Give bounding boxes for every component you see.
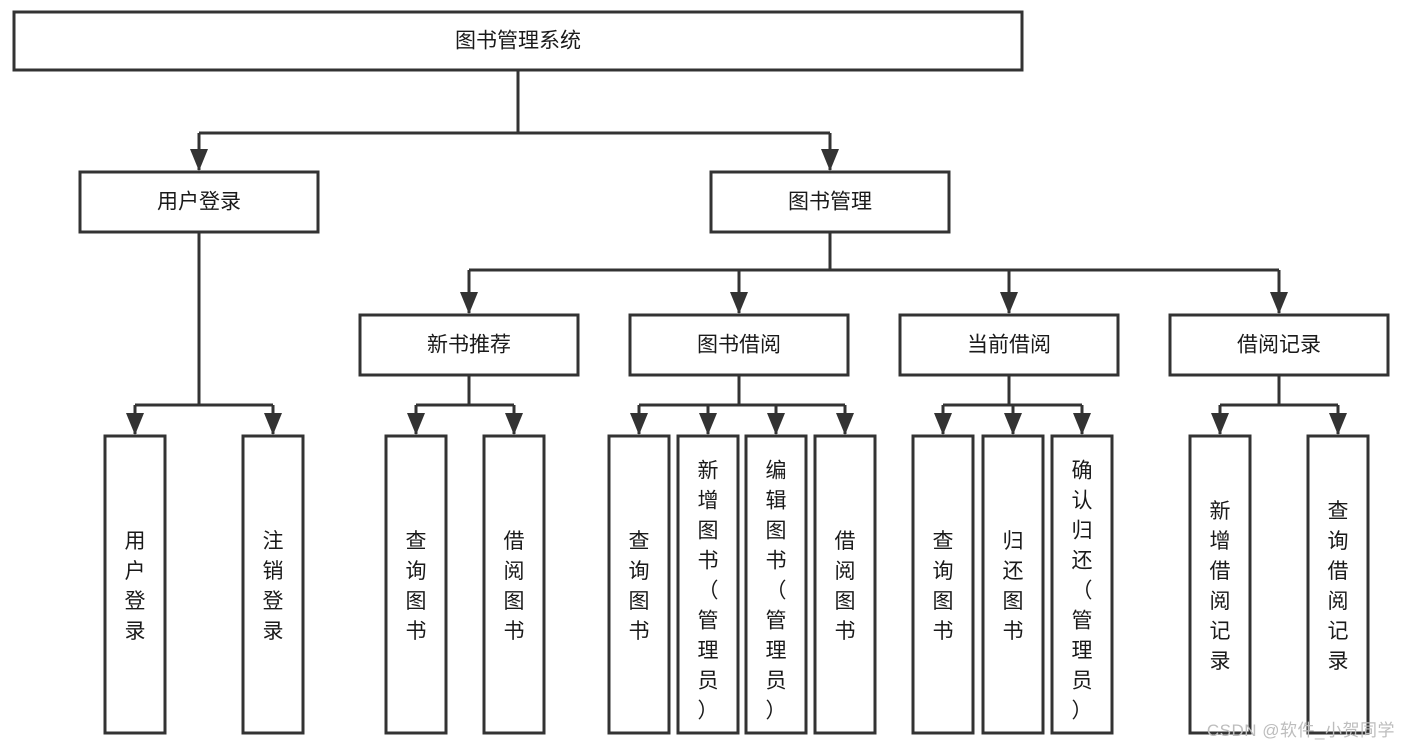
root-branch-arrow-1 xyxy=(821,149,839,171)
node-book-borrow[interactable]: 图书借阅 xyxy=(628,313,850,377)
node-label-leaf-logout-login: 注销登录 xyxy=(263,530,284,643)
node-label-leaf-add-book-admin: 新增图书（管理员） xyxy=(698,459,719,722)
node-leaf-query-book-current[interactable]: 查询图书 xyxy=(911,434,975,735)
borrow-record-leaf-branch-arrow-0 xyxy=(1211,413,1229,435)
node-leaf-add-borrow-record[interactable]: 新增借阅记录 xyxy=(1188,434,1252,735)
nodes-layer: 图书管理系统用户登录图书管理新书推荐图书借阅当前借阅借阅记录用户登录注销登录查询… xyxy=(12,10,1390,735)
node-label-book-management: 图书管理 xyxy=(788,191,872,214)
node-box-leaf-logout-login[interactable] xyxy=(241,434,305,735)
node-box-user-login[interactable] xyxy=(78,170,320,234)
book-management-branch-arrow-3 xyxy=(1270,292,1288,314)
node-box-leaf-add-book-admin[interactable] xyxy=(676,434,740,735)
node-label-leaf-query-book-current: 查询图书 xyxy=(933,530,954,643)
node-box-leaf-borrow-book-recommend[interactable] xyxy=(482,434,546,735)
new-book-recommend-leaf-branch-arrow-1 xyxy=(505,413,523,435)
node-label-leaf-edit-book-admin: 编辑图书（管理员） xyxy=(766,459,787,722)
current-borrow-leaf-branch-arrow-1 xyxy=(1004,413,1022,435)
node-leaf-logout-login[interactable]: 注销登录 xyxy=(241,434,305,735)
node-box-new-book-recommend[interactable] xyxy=(358,313,580,377)
node-leaf-return-book[interactable]: 归还图书 xyxy=(981,434,1045,735)
root-branch-arrow-0 xyxy=(190,149,208,171)
node-box-current-borrow[interactable] xyxy=(898,313,1120,377)
node-box-leaf-query-borrow-record[interactable] xyxy=(1306,434,1370,735)
node-box-leaf-query-book-borrow[interactable] xyxy=(607,434,671,735)
node-box-leaf-add-borrow-record[interactable] xyxy=(1188,434,1252,735)
node-box-book-management[interactable] xyxy=(709,170,951,234)
node-label-user-login: 用户登录 xyxy=(157,191,241,214)
book-management-branch-arrow-2 xyxy=(1000,292,1018,314)
node-root[interactable]: 图书管理系统 xyxy=(12,10,1024,72)
node-box-leaf-confirm-return-admin[interactable] xyxy=(1050,434,1114,735)
node-current-borrow[interactable]: 当前借阅 xyxy=(898,313,1120,377)
node-label-root: 图书管理系统 xyxy=(455,30,581,53)
book-management-branch-arrow-0 xyxy=(460,292,478,314)
node-label-current-borrow: 当前借阅 xyxy=(967,334,1051,357)
node-label-leaf-user-login: 用户登录 xyxy=(125,530,146,643)
node-user-login[interactable]: 用户登录 xyxy=(78,170,320,234)
node-box-leaf-edit-book-admin[interactable] xyxy=(744,434,808,735)
node-leaf-edit-book-admin[interactable]: 编辑图书（管理员） xyxy=(744,434,808,735)
node-label-book-borrow: 图书借阅 xyxy=(697,334,781,357)
node-leaf-query-borrow-record[interactable]: 查询借阅记录 xyxy=(1306,434,1370,735)
node-label-leaf-query-book-recommend: 查询图书 xyxy=(406,530,427,643)
node-leaf-borrow-book[interactable]: 借阅图书 xyxy=(813,434,877,735)
node-box-book-borrow[interactable] xyxy=(628,313,850,377)
node-leaf-user-login[interactable]: 用户登录 xyxy=(103,434,167,735)
book-borrow-leaf-branch-arrow-1 xyxy=(699,413,717,435)
node-label-borrow-record: 借阅记录 xyxy=(1237,334,1321,357)
book-borrow-leaf-branch-arrow-0 xyxy=(630,413,648,435)
node-box-leaf-return-book[interactable] xyxy=(981,434,1045,735)
borrow-record-leaf-branch-arrow-1 xyxy=(1329,413,1347,435)
node-book-management[interactable]: 图书管理 xyxy=(709,170,951,234)
current-borrow-leaf-branch-arrow-2 xyxy=(1073,413,1091,435)
node-leaf-query-book-borrow[interactable]: 查询图书 xyxy=(607,434,671,735)
user-login-leaf-branch-arrow-1 xyxy=(264,413,282,435)
node-label-leaf-borrow-book-recommend: 借阅图书 xyxy=(504,530,525,643)
connectors-layer xyxy=(126,70,1347,435)
node-box-leaf-borrow-book[interactable] xyxy=(813,434,877,735)
node-label-leaf-query-borrow-record: 查询借阅记录 xyxy=(1328,500,1349,673)
node-new-book-recommend[interactable]: 新书推荐 xyxy=(358,313,580,377)
node-leaf-borrow-book-recommend[interactable]: 借阅图书 xyxy=(482,434,546,735)
book-borrow-leaf-branch-arrow-2 xyxy=(767,413,785,435)
node-box-borrow-record[interactable] xyxy=(1168,313,1390,377)
node-label-leaf-return-book: 归还图书 xyxy=(1003,530,1024,643)
node-box-leaf-query-book-current[interactable] xyxy=(911,434,975,735)
node-leaf-add-book-admin[interactable]: 新增图书（管理员） xyxy=(676,434,740,735)
node-box-root[interactable] xyxy=(12,10,1024,72)
node-label-leaf-add-borrow-record: 新增借阅记录 xyxy=(1210,500,1231,673)
node-borrow-record[interactable]: 借阅记录 xyxy=(1168,313,1390,377)
node-label-leaf-confirm-return-admin: 确认归还（管理员） xyxy=(1072,459,1093,722)
new-book-recommend-leaf-branch-arrow-0 xyxy=(407,413,425,435)
node-label-leaf-borrow-book: 借阅图书 xyxy=(835,530,856,643)
book-management-branch-arrow-1 xyxy=(730,292,748,314)
current-borrow-leaf-branch-arrow-0 xyxy=(934,413,952,435)
node-leaf-confirm-return-admin[interactable]: 确认归还（管理员） xyxy=(1050,434,1114,735)
node-leaf-query-book-recommend[interactable]: 查询图书 xyxy=(384,434,448,735)
node-label-new-book-recommend: 新书推荐 xyxy=(427,334,511,357)
book-borrow-leaf-branch-arrow-3 xyxy=(836,413,854,435)
node-label-leaf-query-book-borrow: 查询图书 xyxy=(629,530,650,643)
csdn-watermark: CSDN @软件_小贺同学 xyxy=(1206,721,1395,740)
user-login-leaf-branch-arrow-0 xyxy=(126,413,144,435)
node-box-leaf-user-login[interactable] xyxy=(103,434,167,735)
node-box-leaf-query-book-recommend[interactable] xyxy=(384,434,448,735)
